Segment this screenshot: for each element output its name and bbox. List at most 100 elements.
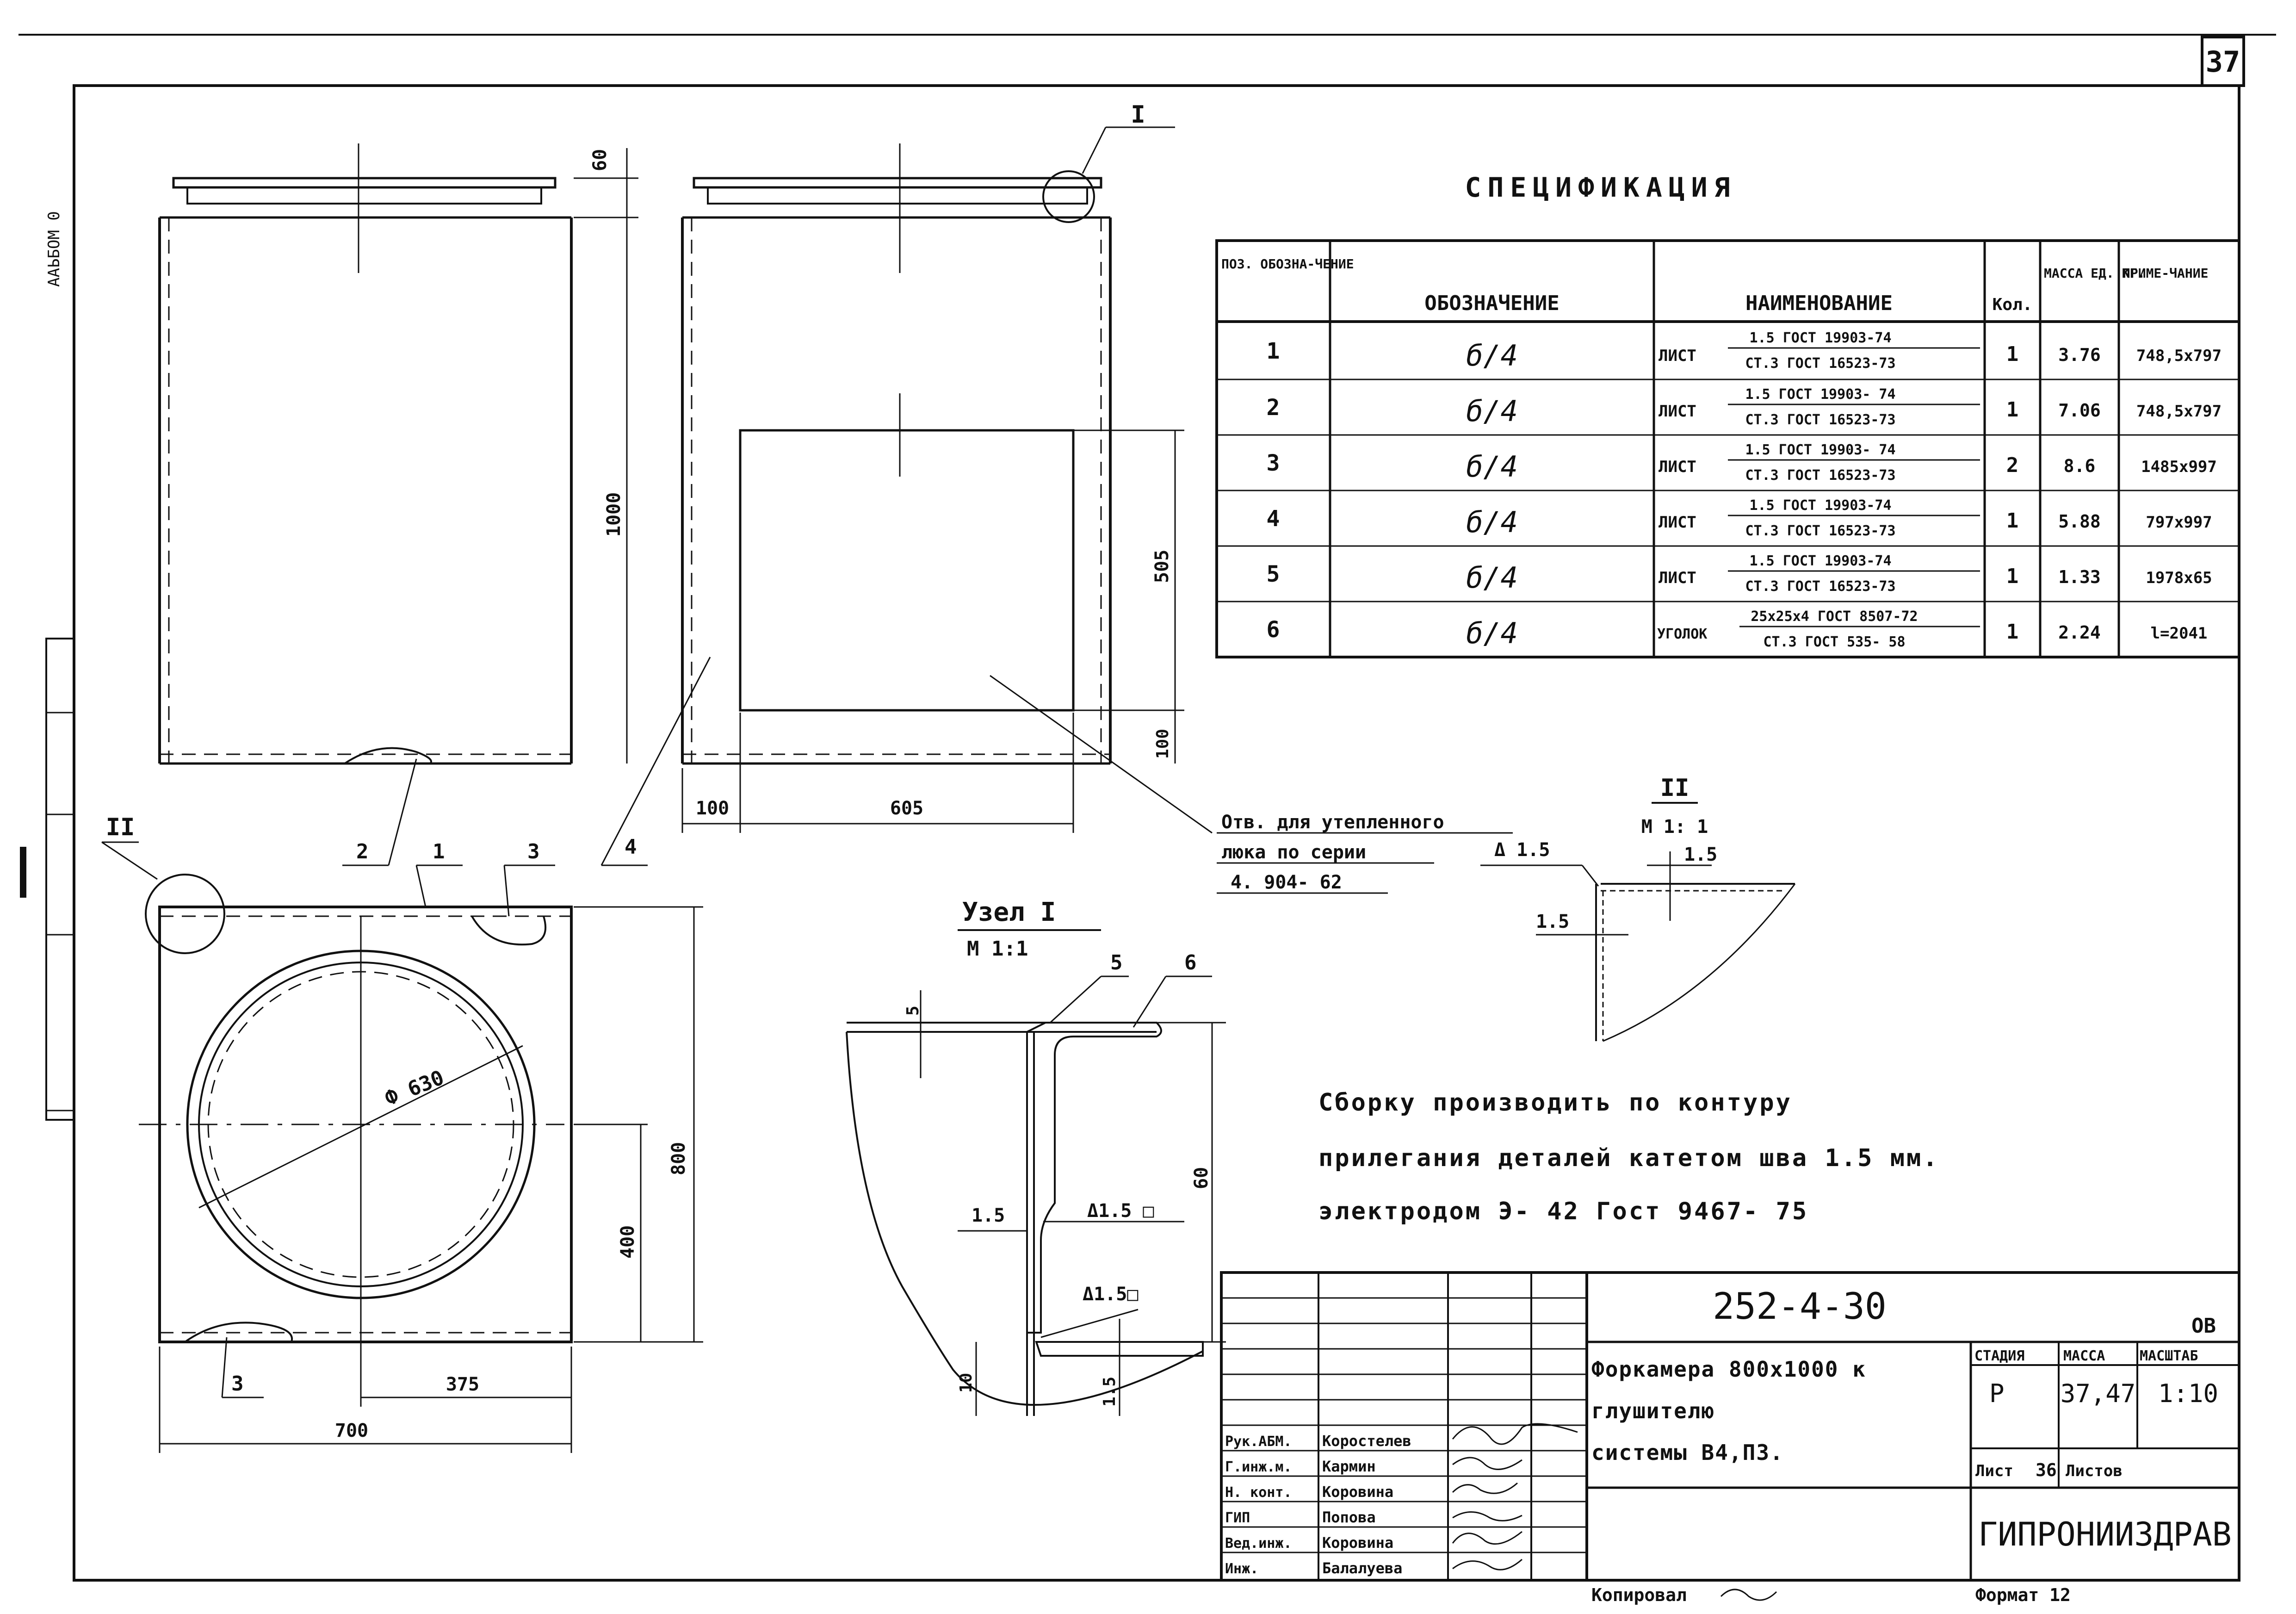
node-II-dim-left: 1.5 [1536, 911, 1569, 932]
spec-row-2-name-bottom: СТ.3 ГОСТ 16523-73 [1745, 412, 1895, 428]
spec-row-5-name-bottom: СТ.3 ГОСТ 16523-73 [1745, 578, 1895, 595]
tb-role-5: Вед.инж. [1225, 1535, 1292, 1552]
tb-scale-label: МАСШТАБ [2140, 1348, 2198, 1364]
note-line-3: электродом Э- 42 Гост 9467- 75 [1318, 1198, 1808, 1225]
node-I-weld-2: Δ1.5□ [1083, 1284, 1138, 1305]
spec-row-6-note: l=2041 [2151, 624, 2208, 643]
dim-505-label: 505 [1151, 550, 1173, 583]
spec-row-1-designation: б/4 [1466, 339, 1518, 372]
tb-stage-label: СТАДИЯ [1974, 1348, 2024, 1364]
spec-row-4-kind: ЛИСТ [1659, 513, 1696, 532]
side-caption: ААЬБОМ 0 [45, 211, 63, 287]
node-I-title: Узел I [962, 897, 1056, 927]
spec-row-5-pos: 5 [1267, 561, 1280, 587]
pos-label-2: 2 [356, 840, 369, 863]
spec-row-1-note: 748,5x797 [2136, 347, 2222, 365]
spec-row-2-note: 748,5x797 [2136, 402, 2222, 421]
dim-400-label: 400 [617, 1225, 638, 1259]
spec-row-6-qty: 1 [2006, 620, 2019, 644]
spec-row-1-pos: 1 [1267, 338, 1280, 364]
pos-label-3-bottom: 3 [231, 1372, 244, 1396]
spec-row-4-note: 797x997 [2146, 513, 2212, 532]
spec-row-1-mass: 3.76 [2058, 345, 2101, 365]
node-I-dim-1-5-left: 1.5 [972, 1205, 1005, 1226]
dim-605-label: 605 [890, 798, 923, 819]
tb-name-1: Коростелев [1322, 1432, 1411, 1450]
spec-row-3-qty: 2 [2006, 453, 2019, 477]
plan-view: Ф 630 II 2 1 3 3 4 800 400 375 [101, 657, 711, 1453]
tb-name-2: Кармин [1322, 1458, 1376, 1475]
node-I-dim-1-5-bottom: 1.5 [1100, 1377, 1119, 1407]
binding-strip [20, 638, 75, 1121]
spec-row-5-qty: 1 [2006, 565, 2019, 588]
spec-row-3-name-top: 1.5 ГОСТ 19903- 74 [1745, 442, 1895, 458]
pos-label-4: 4 [625, 835, 637, 859]
dim-700-label: 700 [335, 1420, 368, 1441]
node-II-dim-top: 1.5 [1684, 844, 1717, 865]
dim-60-label: 60 [589, 149, 611, 171]
side-view: I 505 100 100 605 Отв. для утепленного л… [681, 101, 1513, 894]
tb-name-4: Попова [1322, 1508, 1376, 1526]
spec-row-1-name-top: 1.5 ГОСТ 19903-74 [1749, 330, 1891, 346]
node-I-scale: М 1:1 [967, 937, 1028, 961]
spec-row-5-note: 1978x65 [2146, 569, 2212, 587]
spec-row-6-name-bottom: СТ.3 ГОСТ 535- 58 [1763, 634, 1905, 650]
tb-org: ГИПРОНИИЗДРАВ [1978, 1515, 2232, 1553]
dim-1000-label: 1000 [603, 492, 625, 537]
spec-row-6-kind: УГОЛОК [1657, 626, 1707, 642]
tb-name-5: Коровина [1322, 1534, 1393, 1552]
spec-row-3-designation: б/4 [1466, 450, 1518, 484]
spec-row-6-designation: б/4 [1466, 616, 1518, 650]
tb-format: Формат 12 [1975, 1585, 2071, 1605]
spec-row-1-name-bottom: СТ.3 ГОСТ 16523-73 [1745, 355, 1895, 372]
assembly-notes: Сборку производить по контуру прилегания… [1318, 1089, 1939, 1225]
spec-row-3-pos: 3 [1267, 450, 1280, 476]
spec-header-note: ПРИМЕ-ЧАНИЕ [2123, 266, 2208, 281]
spec-row-3-mass: 8.6 [2064, 456, 2096, 476]
tb-scale: 1:10 [2158, 1379, 2218, 1408]
tb-name-6: Балалуева [1322, 1559, 1402, 1577]
spec-header-qty: Кол. [1993, 295, 2033, 314]
spec-header-name: НАИМЕНОВАНИЕ [1745, 292, 1893, 315]
tb-role-1: Рук.АБМ. [1225, 1434, 1292, 1450]
node-II-detail: II М 1: 1 1.5 Δ 1.5 1.5 [1480, 774, 1796, 1042]
spec-row-5-mass: 1.33 [2058, 567, 2101, 587]
spec-row-4-mass: 5.88 [2058, 511, 2101, 532]
note-line-1: Сборку производить по контуру [1318, 1089, 1792, 1117]
callout-II: II [106, 813, 135, 841]
spec-row-4-name-bottom: СТ.3 ГОСТ 16523-73 [1745, 523, 1895, 539]
spec-row-6-pos: 6 [1267, 617, 1280, 643]
spec-header-pos: ПОЗ. ОБОЗНА-ЧЕНИЕ [1221, 256, 1354, 272]
spec-row-2-kind: ЛИСТ [1659, 402, 1696, 421]
tb-copied-label: Копировал [1591, 1585, 1687, 1605]
spec-row-2-qty: 1 [2006, 398, 2019, 422]
tb-mass-label: МАССА [2063, 1348, 2105, 1364]
node-II-title: II [1660, 774, 1690, 802]
spec-row-3-note: 1485x997 [2141, 458, 2217, 476]
pos-label-3-top: 3 [527, 840, 540, 863]
dim-800-label: 800 [668, 1142, 689, 1175]
spec-row-2-mass: 7.06 [2058, 400, 2101, 421]
spec-row-3-name-bottom: СТ.3 ГОСТ 16523-73 [1745, 467, 1895, 484]
tb-role-4: ГИП [1225, 1510, 1250, 1526]
tb-name-line-3: системы В4,ПЗ. [1591, 1440, 1784, 1465]
tb-role-6: Инж. [1225, 1561, 1258, 1577]
spec-row-4-name-top: 1.5 ГОСТ 19903-74 [1749, 497, 1891, 514]
tb-name-3: Коровина [1322, 1483, 1393, 1501]
node-I-dim-5: 5 [904, 1006, 922, 1016]
spec-row-2-name-top: 1.5 ГОСТ 19903- 74 [1745, 386, 1895, 403]
dim-375-label: 375 [446, 1374, 479, 1395]
tb-mass: 37,47 [2061, 1379, 2136, 1408]
node-II-scale: М 1: 1 [1641, 816, 1708, 838]
note-line-2: прилегания деталей катетом шва 1.5 мм. [1318, 1144, 1939, 1172]
specification-table: СПЕЦИФИКАЦИЯ ПОЗ. ОБОЗНА-ЧЕНИЕ ОБОЗНАЧЕН… [1215, 172, 2240, 658]
tb-name-line-1: Форкамера 800x1000 к [1591, 1357, 1866, 1382]
spec-row-5-name-top: 1.5 ГОСТ 19903-74 [1749, 553, 1891, 569]
tb-suffix: ОВ [2191, 1314, 2216, 1338]
opening-note-line-3: 4. 904- 62 [1231, 872, 1342, 893]
node-I-pos-6: 6 [1184, 951, 1197, 975]
spec-row-3-kind: ЛИСТ [1659, 458, 1696, 476]
tb-sheet-label: Лист [1975, 1462, 2013, 1480]
node-I-detail: Узел I М 1:1 60 5 1.5 Δ1.5 □ Δ1.5□ 10 1.… [846, 897, 1226, 1416]
